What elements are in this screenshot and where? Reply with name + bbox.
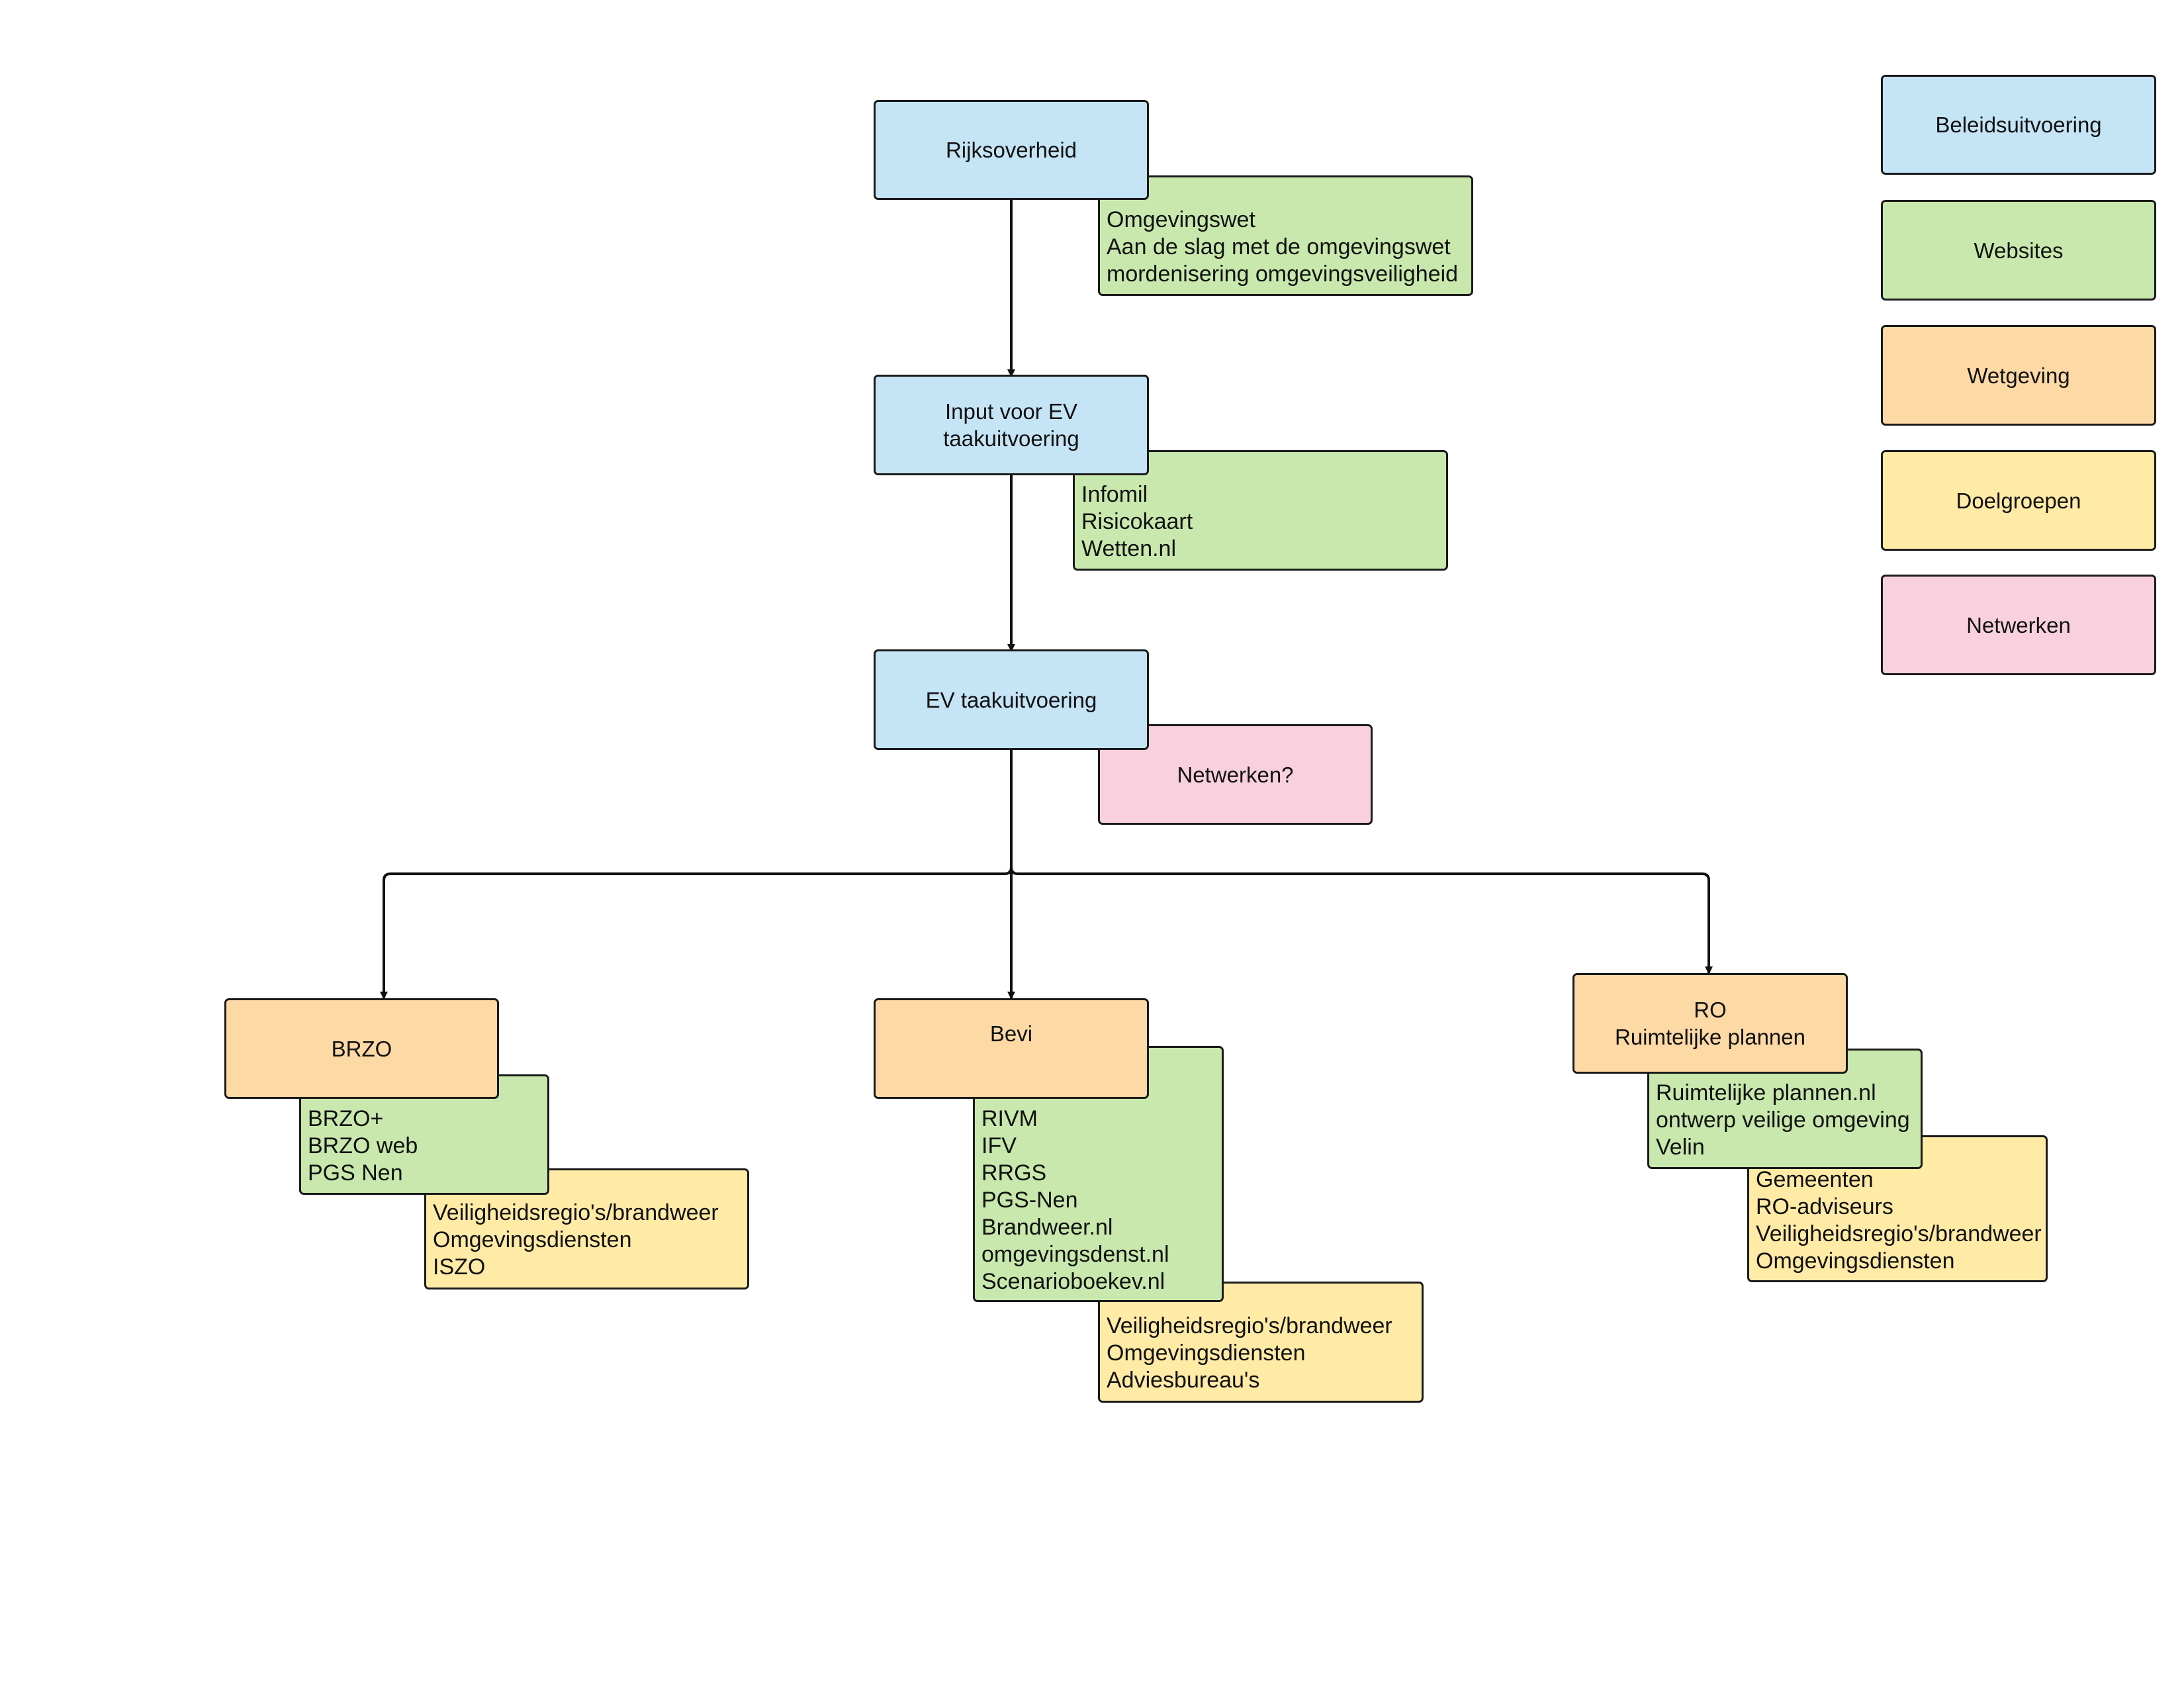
- list-item: Veiligheidsregio's/brandweer: [433, 1200, 719, 1225]
- list-item: mordenisering omgevingsveiligheid: [1107, 261, 1459, 287]
- rijksoverheid-node: Rijksoverheid: [874, 100, 1149, 200]
- list-item: RRGS: [981, 1160, 1047, 1186]
- ro-label: RO Ruimtelijke plannen: [1615, 998, 1805, 1049]
- arrow-ev-to-ro: [1010, 867, 1713, 974]
- input-ev-label: Input voor EV taakuitvoering: [943, 399, 1079, 451]
- brzo-doelgroepen-box: Veiligheidsregio's/brandweer Omgevingsdi…: [424, 1168, 749, 1289]
- list-item: Ruimtelijke plannen.nl: [1656, 1080, 1876, 1105]
- input-ev-node: Input voor EV taakuitvoering: [874, 375, 1149, 475]
- list-item: omgevingsdenst.nl: [981, 1242, 1169, 1267]
- list-item: RIVM: [981, 1106, 1038, 1131]
- list-item: ontwerp veilige omgeving: [1656, 1107, 1910, 1133]
- bevi-label: Bevi: [989, 1021, 1033, 1046]
- legend-item-websites: Websites: [1881, 200, 2156, 301]
- list-item: Infomil: [1081, 482, 1148, 507]
- rijksoverheid-websites-box: Omgevingswet Aan de slag met de omgeving…: [1098, 175, 1473, 296]
- list-item: ISZO: [433, 1254, 486, 1280]
- ev-taakuitvoering-label: EV taakuitvoering: [925, 687, 1097, 712]
- list-item: Omgevingsdiensten: [1107, 1340, 1306, 1366]
- legend-label: Wetgeving: [1967, 363, 2070, 388]
- legend-item-beleidsuitvoering: Beleidsuitvoering: [1881, 75, 2156, 175]
- list-item: BRZO+: [308, 1106, 384, 1131]
- legend-label: Beleidsuitvoering: [1935, 113, 2102, 137]
- legend-item-doelgroepen: Doelgroepen: [1881, 450, 2156, 551]
- arrow-ev-to-brzo: [380, 867, 1013, 1000]
- legend-label: Doelgroepen: [1956, 488, 2081, 513]
- list-item: IFV: [981, 1133, 1017, 1158]
- list-item: Omgevingswet: [1107, 207, 1255, 232]
- list-item: Brandweer.nl: [981, 1215, 1113, 1240]
- list-item: Omgevingsdiensten: [433, 1227, 632, 1252]
- list-item: Risicokaart: [1081, 509, 1193, 534]
- list-item: BRZO web: [308, 1133, 418, 1158]
- list-item: Veiligheidsregio's/brandweer: [1756, 1221, 2042, 1246]
- list-item: Velin: [1656, 1135, 1705, 1160]
- netwerken-label: Netwerken?: [1177, 762, 1294, 787]
- legend-item-wetgeving: Wetgeving: [1881, 325, 2156, 426]
- list-item: Veiligheidsregio's/brandweer: [1107, 1313, 1392, 1338]
- list-item: Gemeenten: [1756, 1167, 1874, 1192]
- list-item: PGS-Nen: [981, 1188, 1078, 1213]
- list-item: PGS Nen: [308, 1160, 403, 1186]
- list-item: Wetten.nl: [1081, 536, 1177, 561]
- legend-label: Netwerken: [1966, 612, 2071, 637]
- bevi-node: Bevi: [874, 998, 1149, 1099]
- list-item: Scenarioboekev.nl: [981, 1269, 1165, 1294]
- legend-label: Websites: [1974, 238, 2064, 263]
- ev-taakuitvoering-node: EV taakuitvoering: [874, 649, 1149, 750]
- ro-node: RO Ruimtelijke plannen: [1572, 973, 1848, 1074]
- brzo-label: BRZO: [331, 1036, 392, 1061]
- rijksoverheid-label: Rijksoverheid: [945, 138, 1077, 162]
- list-item: Aan de slag met de omgevingswet: [1107, 234, 1451, 259]
- list-item: Adviesbureau's: [1107, 1368, 1260, 1393]
- list-item: RO-adviseurs: [1756, 1194, 1893, 1219]
- brzo-node: BRZO: [224, 998, 499, 1099]
- legend-item-netwerken: Netwerken: [1881, 575, 2156, 675]
- list-item: Omgevingsdiensten: [1756, 1248, 1955, 1274]
